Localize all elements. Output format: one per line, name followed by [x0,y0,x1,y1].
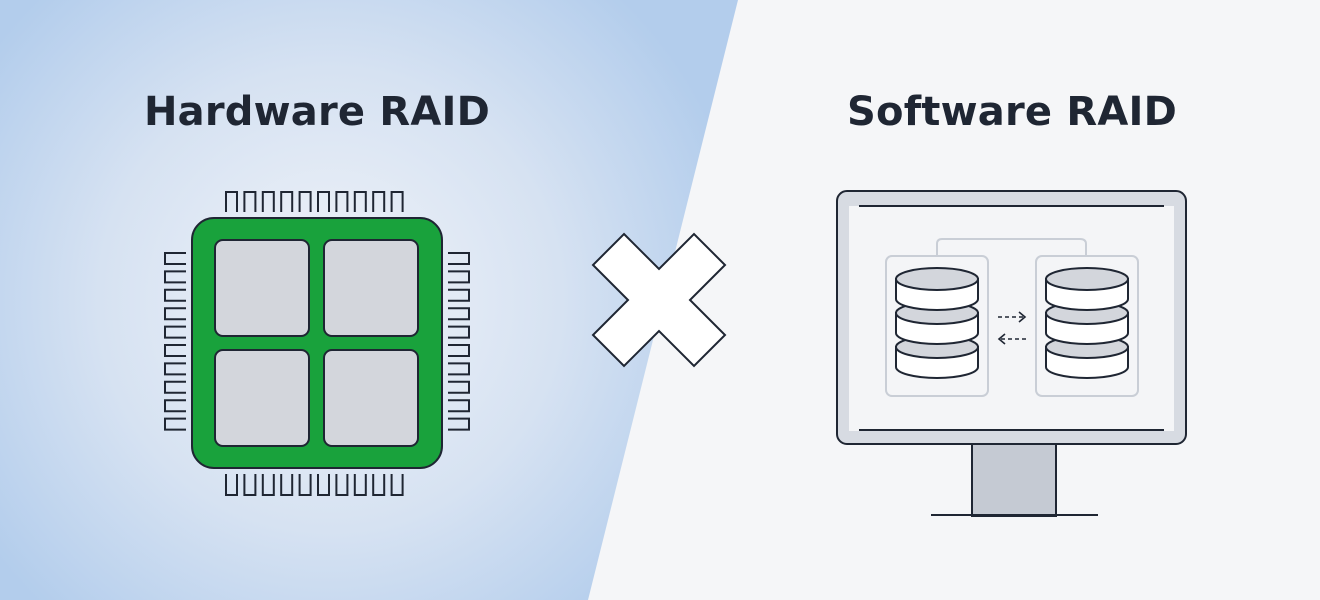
sync-arrows-icon [997,311,1027,345]
chip-pin [372,474,386,496]
chip-pin [372,191,386,212]
chip-pins-left [164,252,186,431]
chip-pin [390,474,404,496]
chip-pin [317,474,330,496]
chip-pin [164,307,186,321]
chip-pin [225,191,238,212]
database-disk-top [895,267,979,291]
chip-pins-top [225,191,404,212]
chip-pin [390,191,404,212]
database-disk-top [1045,267,1129,291]
chip-pin [164,325,186,339]
chip-cell-top-left [214,239,310,337]
database-icon-left [895,267,979,379]
chip-pin [243,474,257,496]
chip-pin [164,417,186,431]
chip-cell-bottom-right [323,349,419,447]
chip-pin [164,252,186,265]
chip-pin [243,191,257,212]
chip-pin [448,270,470,284]
chip-pin [225,474,238,496]
chip-pin [261,191,275,212]
chip-pins-right [448,252,470,431]
chip-pin [164,270,186,284]
chip-pin [164,344,186,357]
chip-pin [353,191,367,212]
chip-pin [448,380,470,394]
cross-icon [591,232,727,368]
chip-pin [353,474,367,496]
chip-pin [335,191,349,212]
database-icon-right [1045,267,1129,379]
chip-pin [164,399,186,413]
chip-pin [448,362,470,376]
chip-pin [448,344,470,357]
chip-pin [298,474,312,496]
chip-pin [164,362,186,376]
chip-cell-top-right [323,239,419,337]
hardware-raid-title: Hardware RAID [144,89,490,135]
chip-pin [280,191,294,212]
chip-pin [317,191,330,212]
chip-pin [448,417,470,431]
connector-line [936,238,1087,256]
chip-pin [448,252,470,265]
chip-pin [164,380,186,394]
monitor-stand-neck [971,443,1057,517]
chip-pin [298,191,312,212]
software-raid-title: Software RAID [847,89,1177,135]
cpu-chip-icon [164,191,470,496]
monitor-database-icon [836,190,1187,517]
chip-pin [335,474,349,496]
chip-pin [164,288,186,302]
chip-pin [448,399,470,413]
chip-pin [280,474,294,496]
chip-pin [448,288,470,302]
chip-cell-bottom-left [214,349,310,447]
chip-pins-bottom [225,474,404,496]
chip-pin [448,325,470,339]
chip-pin [448,307,470,321]
chip-pin [261,474,275,496]
